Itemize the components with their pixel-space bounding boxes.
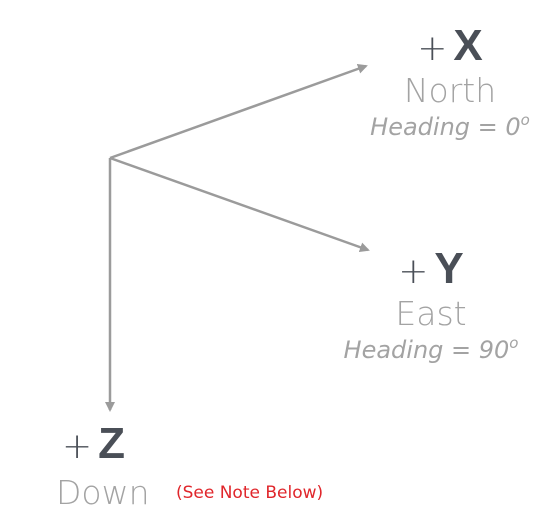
x-axis-letter: X bbox=[453, 21, 483, 70]
x-axis-sign-letter: + X bbox=[417, 24, 483, 68]
see-note-link: (See Note Below) bbox=[175, 483, 324, 503]
x-axis-label: + X North Heading = 0o bbox=[360, 24, 540, 141]
x-axis-heading-text: Heading = 0 bbox=[370, 113, 521, 141]
y-axis-sign: + bbox=[398, 251, 429, 292]
y-axis-letter: Y bbox=[434, 244, 464, 293]
y-axis-heading-degree: o bbox=[509, 334, 519, 352]
z-axis-sign: + bbox=[62, 426, 93, 467]
z-axis-letter: Z bbox=[98, 419, 126, 468]
z-axis-sign-letter: + Z bbox=[62, 422, 125, 466]
x-axis-heading: Heading = 0o bbox=[360, 111, 540, 141]
x-axis-sign: + bbox=[417, 28, 448, 69]
y-axis-heading-text: Heading = 90 bbox=[343, 336, 510, 364]
z-axis-label: + Z Down (See Note Below) bbox=[56, 422, 324, 512]
y-axis-sign-letter: + Y bbox=[398, 247, 464, 291]
z-axis-direction: Down bbox=[56, 473, 150, 512]
x-axis-arrow bbox=[109, 64, 368, 160]
y-axis-heading: Heading = 90o bbox=[336, 334, 526, 364]
x-axis-heading-degree: o bbox=[520, 111, 530, 129]
y-axis-label: + Y East Heading = 90o bbox=[336, 247, 526, 364]
y-axis-direction: East bbox=[395, 294, 467, 333]
y-axis-arrow bbox=[109, 156, 370, 253]
x-axis-direction: North bbox=[403, 71, 497, 110]
